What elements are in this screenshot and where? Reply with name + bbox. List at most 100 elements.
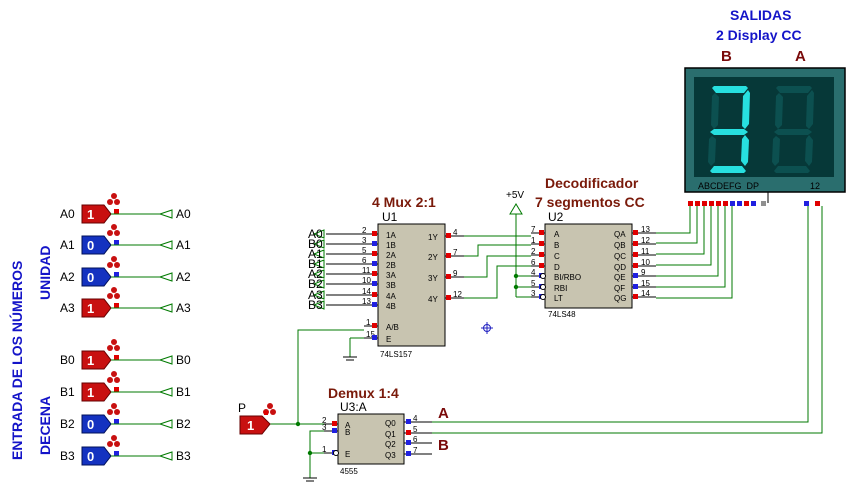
svg-text:5: 5 <box>413 425 418 434</box>
u1-pin-3y: 9 3Y <box>428 269 464 283</box>
svg-text:1: 1 <box>531 236 536 245</box>
svg-text:10: 10 <box>362 276 371 285</box>
digit-b-segments <box>708 86 750 173</box>
svg-text:3Y: 3Y <box>428 274 438 283</box>
u2-ref: U2 <box>548 210 564 224</box>
svg-text:9: 9 <box>453 269 458 278</box>
logic-input-value: 0 <box>87 417 94 432</box>
svg-text:A: A <box>345 421 351 430</box>
svg-text:B0: B0 <box>308 237 323 251</box>
svg-text:13: 13 <box>641 225 650 234</box>
u3-pin-q0: 4Q0 <box>385 414 432 428</box>
side-label-decena: DECENA <box>37 396 53 455</box>
u2-pin-lt: 3LT <box>531 289 563 303</box>
logic-input-value: 0 <box>87 270 94 285</box>
u2-pins: 7A1B2C6D4BI/RBO5RBI3LT13QA12QB11QC10QD9Q… <box>531 225 656 303</box>
svg-text:13: 13 <box>362 297 371 306</box>
u1-chip <box>377 223 446 347</box>
u1-pin-e: 15E <box>364 330 391 344</box>
logic-input-value: 0 <box>87 449 94 464</box>
u1-ref: U1 <box>382 210 398 224</box>
svg-text:3B: 3B <box>386 281 396 290</box>
svg-text:3: 3 <box>531 289 536 298</box>
svg-text:4: 4 <box>531 268 536 277</box>
svg-text:QG: QG <box>614 294 626 303</box>
svg-text:4Y: 4Y <box>428 295 438 304</box>
demux-out-a: A <box>438 405 449 422</box>
salidas-title: SALIDAS <box>730 7 791 23</box>
svg-text:B1: B1 <box>308 257 323 271</box>
u3-ref: U3:A <box>340 400 367 414</box>
svg-text:A: A <box>554 230 560 239</box>
u3-pin-q1: 5Q1 <box>385 425 432 439</box>
display-pin-labels-2: 12 <box>810 181 820 191</box>
svg-text:2: 2 <box>322 416 327 425</box>
svg-text:15: 15 <box>641 279 650 288</box>
svg-text:11: 11 <box>641 247 650 256</box>
logic-input-b0[interactable]: B0 1 B0 <box>60 339 191 370</box>
svg-text:2: 2 <box>531 247 536 256</box>
svg-text:C: C <box>554 252 560 261</box>
svg-text:6: 6 <box>362 256 367 265</box>
svg-text:14: 14 <box>641 289 650 298</box>
logic-input-net: B1 <box>176 385 191 399</box>
svg-text:QD: QD <box>614 263 626 272</box>
svg-text:3: 3 <box>362 236 367 245</box>
u3-pin-q2: 6Q2 <box>385 435 432 449</box>
svg-text:Q1: Q1 <box>385 430 396 439</box>
svg-text:LT: LT <box>554 294 563 303</box>
u2-pin-bi-rbo: 4BI/RBO <box>531 268 581 282</box>
display-pins <box>688 192 820 206</box>
logic-input-value: 0 <box>87 238 94 253</box>
svg-text:A1: A1 <box>308 247 323 261</box>
logic-input-net: A2 <box>176 270 191 284</box>
demux-title: Demux 1:4 <box>328 385 399 401</box>
p-input[interactable]: P 1 <box>238 401 276 435</box>
svg-text:A2: A2 <box>308 267 323 281</box>
logic-input-value: 1 <box>87 353 94 368</box>
display-title: 2 Display CC <box>716 27 802 43</box>
logic-input-net: B0 <box>176 353 191 367</box>
u2-part: 74LS48 <box>548 310 576 319</box>
svg-text:A/B: A/B <box>386 323 399 332</box>
svg-text:3A: 3A <box>386 271 396 280</box>
svg-text:6: 6 <box>531 258 536 267</box>
svg-text:5: 5 <box>362 246 367 255</box>
u3-part: 4555 <box>340 467 358 476</box>
logic-input-label: B0 <box>60 353 75 367</box>
logic-input-net: B2 <box>176 417 191 431</box>
svg-text:7: 7 <box>413 446 418 455</box>
svg-text:1B: 1B <box>386 241 396 250</box>
svg-text:2B: 2B <box>386 261 396 270</box>
vcc-label: +5V <box>506 190 524 201</box>
svg-text:D: D <box>554 263 560 272</box>
svg-text:5: 5 <box>531 279 536 288</box>
digit-a-segments <box>772 86 814 173</box>
u2-pin-d: 6D <box>531 258 560 272</box>
u3-pin-q3: 7Q3 <box>385 446 432 460</box>
p-input-label: P <box>238 401 246 415</box>
svg-text:E: E <box>345 450 350 459</box>
demux-out-b: B <box>438 437 449 454</box>
